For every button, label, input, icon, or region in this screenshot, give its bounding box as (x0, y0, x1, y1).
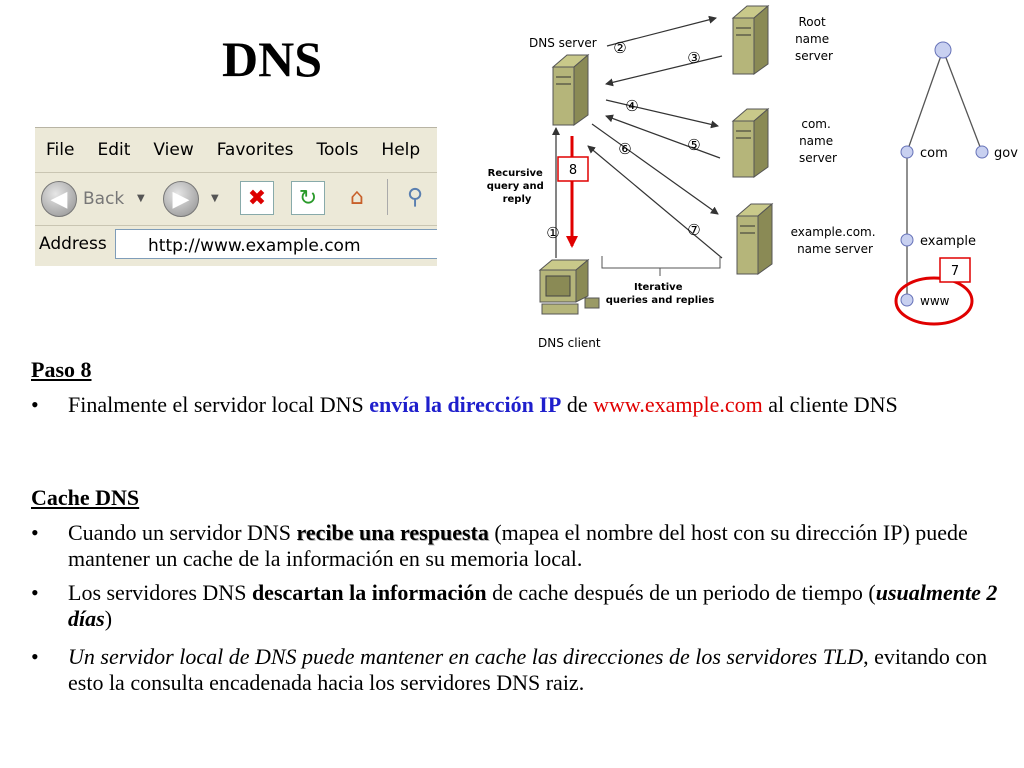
com-label-2: name (799, 134, 833, 148)
highlight-recibe: recibe una respuesta (296, 520, 489, 545)
recursive-label-2: query and (487, 181, 544, 192)
address-bar: Address http://www.example.com (35, 226, 437, 266)
iterative-label-1: Iterative (634, 282, 683, 293)
menu-bar: File Edit View Favorites Tools Help (35, 128, 437, 173)
browser-window: File Edit View Favorites Tools Help ◀ Ba… (35, 127, 437, 266)
menu-view[interactable]: View (153, 140, 194, 160)
tree-label-www: www (920, 294, 950, 308)
tree-label-gov: gov (994, 146, 1018, 161)
bullet-dot: • (31, 580, 39, 605)
refresh-icon[interactable]: ↻ (291, 181, 325, 215)
bullet-dot: • (31, 644, 39, 669)
dns-server-label: DNS server (529, 36, 597, 50)
tree-node-www (900, 293, 914, 307)
dns-client-label: DNS client (538, 336, 601, 350)
example-server-icon (735, 202, 774, 275)
paso-bullet-text: Finalmente el servidor local DNS envía l… (68, 392, 898, 417)
paso-heading: Paso 8 (31, 357, 92, 382)
back-button[interactable]: Back (83, 189, 125, 209)
cache-bullet-2-text: Los servidores DNS descartan la informac… (68, 580, 998, 631)
root-label-3: server (795, 49, 833, 63)
tree-label-com: com (920, 146, 948, 161)
tree-node-gov (975, 145, 989, 159)
address-input[interactable]: http://www.example.com (115, 229, 437, 259)
domain-tree (900, 41, 989, 307)
tree-node-com (900, 145, 914, 159)
tree-root-node (934, 41, 952, 59)
forward-dropdown-icon[interactable]: ▼ (211, 193, 219, 204)
back-arrow-icon[interactable]: ◀ (41, 181, 77, 217)
svg-text:Recursive query and re: Recursive query and reply (487, 168, 548, 205)
tree-step-7-label: 7 (951, 264, 959, 279)
step-2-label: ② (613, 39, 626, 57)
stop-icon[interactable]: ✖ (240, 181, 274, 215)
arrow-step-5 (605, 114, 721, 159)
menu-edit[interactable]: Edit (97, 140, 131, 160)
root-label-2: name (795, 32, 829, 46)
slide-title: DNS (222, 31, 323, 87)
toolbar-divider (387, 179, 388, 215)
forward-arrow-icon[interactable]: ▶ (163, 181, 199, 217)
home-icon[interactable]: ⌂ (350, 184, 364, 210)
com-server-icon (731, 107, 770, 178)
cache-bullet-3-text: Un servidor local de DNS puede mantener … (68, 644, 988, 695)
bullet-dot: • (31, 520, 39, 545)
cache-bullet-1-text: Cuando un servidor DNS recibe una respue… (68, 520, 968, 571)
arrow-step-6 (591, 123, 719, 215)
highlight-dias: usualmente 2 días (68, 580, 998, 631)
cache-heading: Cache DNS (31, 485, 140, 510)
step-7-label: ⑦ (687, 221, 700, 239)
menu-tools[interactable]: Tools (316, 140, 359, 160)
step-4-label: ④ (625, 97, 638, 115)
svg-text:Iterative queries and repl: Iterative queries and replies (606, 282, 715, 306)
arrow-step-2 (606, 15, 717, 47)
com-label-3: server (799, 151, 837, 165)
root-server-icon (731, 4, 770, 75)
bullet-dot: • (31, 392, 39, 417)
step-6-label: ⑥ (618, 140, 631, 158)
dns-server-icon (551, 53, 590, 126)
tree-node-example (900, 233, 914, 247)
arrow-step-3 (605, 55, 723, 87)
www-highlight-circle (894, 276, 974, 326)
toolbar: ◀ Back ▼ ▶ ▼ ✖ ↻ ⌂ ⚲ (35, 173, 437, 226)
recursive-label-1: Recursive (488, 168, 543, 179)
svg-text:com. name server: com. name server (799, 117, 837, 165)
highlight-envia: envía la dirección IP (369, 392, 562, 417)
step-5-label: ⑤ (687, 136, 700, 154)
example-label-2: name server (797, 242, 873, 256)
arrow-step-7 (587, 145, 723, 259)
highlight-descartan: descartan la información (251, 580, 487, 605)
search-icon[interactable]: ⚲ (406, 184, 424, 210)
italic-tld: Un servidor local de DNS puede mantener … (68, 644, 864, 669)
menu-file[interactable]: File (46, 140, 75, 160)
dns-client-icon (538, 258, 600, 315)
svg-text:example.com. name server: example.com. name server (791, 225, 880, 256)
menu-favorites[interactable]: Favorites (216, 140, 294, 160)
highlight-domain: www.example.com (593, 392, 763, 417)
step-3-label: ③ (687, 49, 700, 67)
iterative-bracket (601, 256, 721, 269)
svg-text:Root name server: Root name server (795, 15, 833, 63)
step-7-box (939, 257, 971, 283)
step-1-label: ① (546, 224, 559, 242)
menu-help[interactable]: Help (381, 140, 421, 160)
arrow-step-4 (605, 99, 719, 129)
address-label: Address (39, 234, 107, 254)
back-dropdown-icon[interactable]: ▼ (137, 193, 145, 204)
root-label-1: Root (798, 15, 825, 29)
iterative-label-2: queries and replies (606, 295, 715, 306)
com-label-1: com. (801, 117, 830, 131)
step-8-label: 8 (569, 163, 577, 178)
recursive-label-3: reply (503, 194, 532, 205)
example-label-1: example.com. (791, 225, 876, 239)
tree-label-example: example (920, 234, 976, 249)
step-8-box (557, 156, 589, 182)
